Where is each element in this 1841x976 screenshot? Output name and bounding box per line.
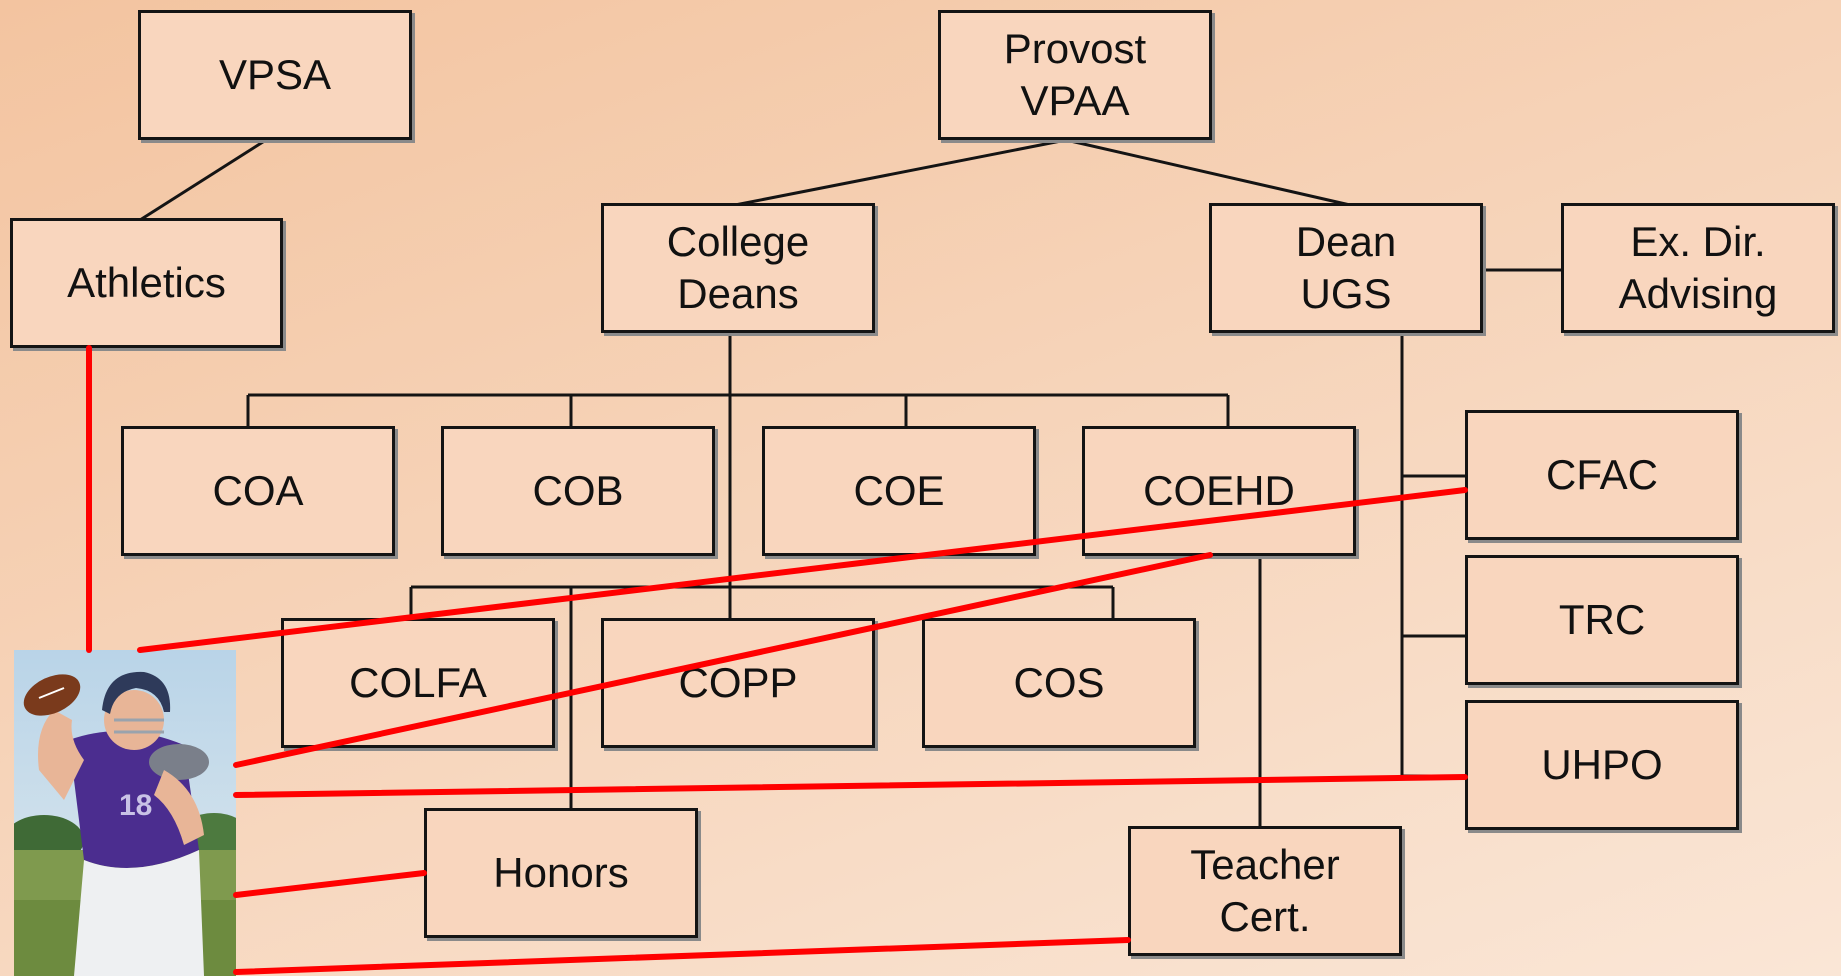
connector-provost-deans — [734, 138, 1067, 207]
node-college-deans: College Deans — [601, 203, 875, 333]
node-coa: COA — [121, 426, 395, 556]
node-cos: COS — [922, 618, 1196, 748]
node-athletics: Athletics — [10, 218, 283, 348]
node-colfa: COLFA — [281, 618, 555, 748]
node-copp: COPP — [601, 618, 875, 748]
node-coehd: COEHD — [1082, 426, 1356, 556]
node-coe: COE — [762, 426, 1036, 556]
svg-text:18: 18 — [119, 789, 152, 822]
node-vpsa: VPSA — [138, 10, 412, 140]
football-player-photo: 18 — [14, 650, 236, 976]
node-provost-vpaa: Provost VPAA — [938, 10, 1212, 140]
node-cfac: CFAC — [1465, 410, 1739, 540]
node-honors: Honors — [424, 808, 698, 938]
node-uhpo: UHPO — [1465, 700, 1739, 830]
node-ex-dir-advising: Ex. Dir. Advising — [1561, 203, 1835, 333]
node-teacher-cert: Teacher Cert. — [1128, 826, 1402, 956]
node-dean-ugs: Dean UGS — [1209, 203, 1483, 333]
connector-provost-ugs — [1065, 138, 1351, 207]
connector-vpsa-athletics — [139, 138, 267, 222]
node-trc: TRC — [1465, 555, 1739, 685]
node-cob: COB — [441, 426, 715, 556]
